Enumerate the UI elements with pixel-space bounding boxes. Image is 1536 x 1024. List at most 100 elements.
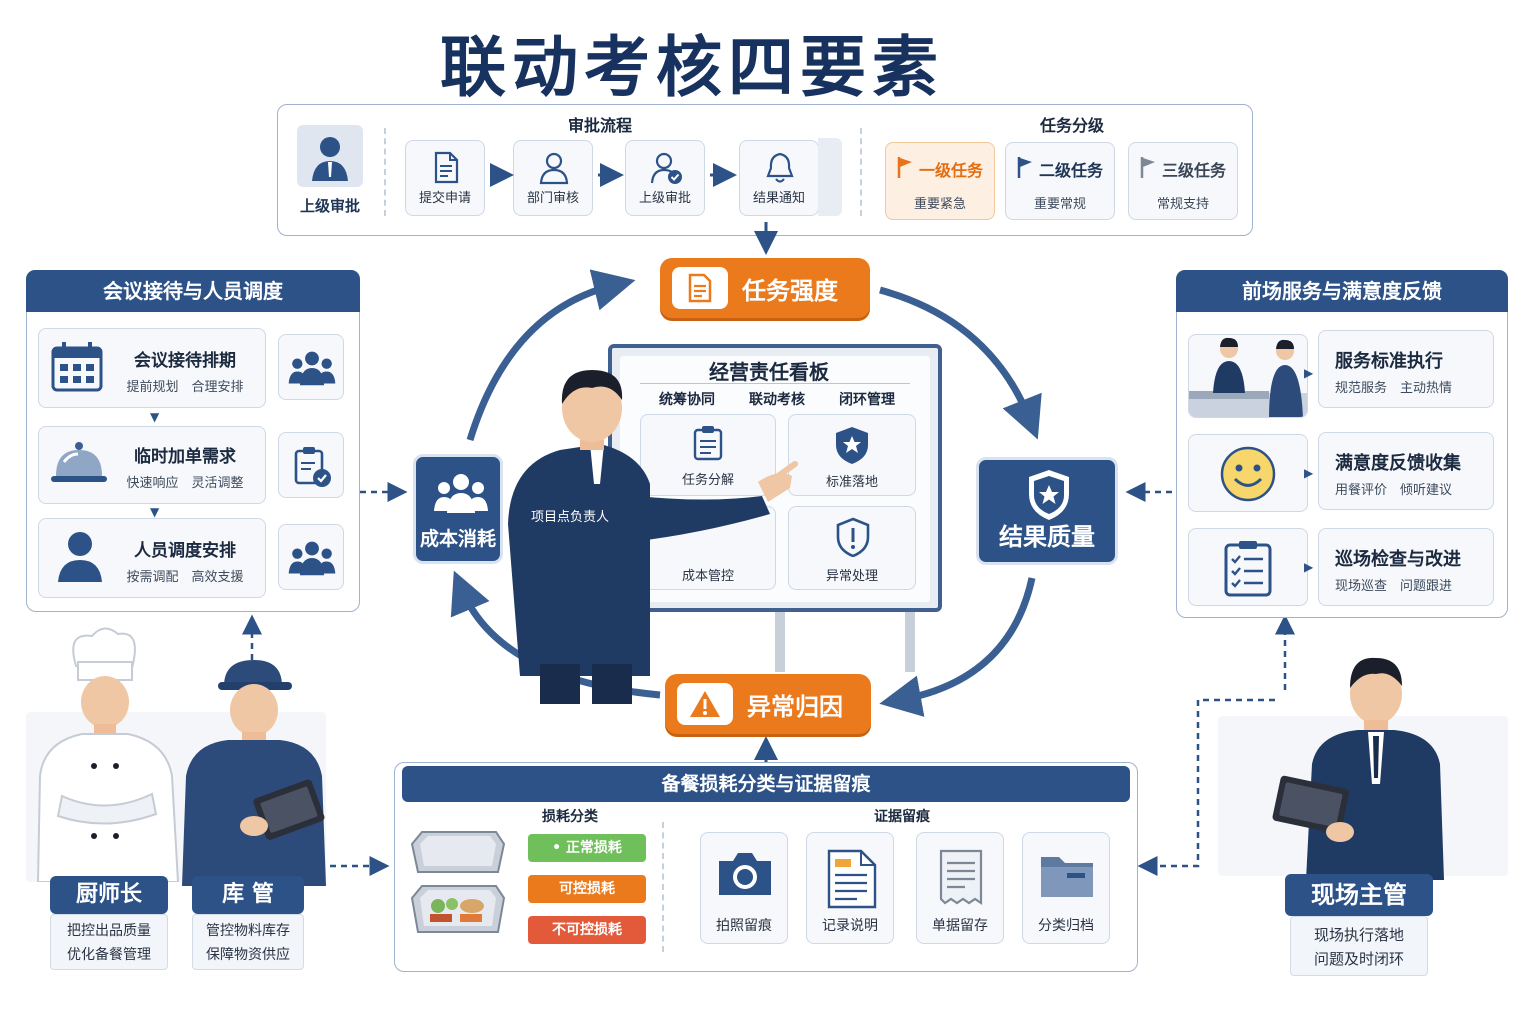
supervisor-tag: 现场主管 — [1285, 874, 1433, 916]
left-panel-title: 会议接待与人员调度 — [26, 270, 360, 312]
right-row-title: 巡场检查与改进 — [1335, 549, 1461, 570]
right-row-desc: 规范服务 主动热情 — [1335, 381, 1453, 396]
board-tab[interactable]: 闭环管理 — [839, 392, 895, 408]
document-icon — [827, 849, 877, 909]
left-row-text: 临时加单需求 快速响应 灵活调整 — [72, 424, 298, 504]
cost-node[interactable]: 成本消耗 — [413, 454, 503, 564]
supervisor-desc-line: 现场执行落地 — [1313, 926, 1404, 944]
approval-section-title: 审批流程 — [567, 116, 632, 135]
flag-gray-icon — [1140, 157, 1155, 178]
storekeeper-tag: 库 管 — [192, 876, 304, 914]
evidence-archive[interactable]: 分类归档 — [1022, 832, 1110, 944]
cloche-icon — [51, 442, 107, 482]
storekeeper-desc-line: 保障物资供应 — [206, 947, 290, 963]
page-title: 联动考核四要素 — [440, 29, 944, 106]
right-row-service[interactable]: 服务标准执行 规范服务 主动热情 — [1318, 330, 1494, 408]
left-row-title: 会议接待排期 — [134, 351, 236, 371]
evidence-record[interactable]: 记录说明 — [806, 832, 894, 944]
chef-desc-line: 把控出品质量 — [67, 923, 151, 939]
evidence-section-title: 证据留痕 — [874, 809, 930, 825]
step-label: 上级审批 — [638, 191, 691, 206]
loss-type-normal[interactable]: • 正常损耗 — [528, 834, 646, 862]
folder-icon — [1041, 857, 1093, 897]
storekeeper-desc: 管控物料库存 保障物资供应 — [192, 914, 304, 970]
task-intensity-pill[interactable]: 任务强度 — [660, 258, 870, 318]
tier-level-1[interactable]: 一级任务 重要紧急 — [885, 142, 995, 220]
board-title: 经营责任看板 — [709, 360, 829, 384]
loss-type-controllable[interactable]: 可控损耗 — [528, 875, 646, 903]
presenter-figure — [508, 370, 798, 704]
step-dept-review[interactable]: 部门审核 — [513, 140, 593, 216]
chef-desc: 把控出品质量 优化备餐管理 — [50, 914, 168, 970]
left-row-text: 人员调度安排 按需调配 高效支援 — [72, 518, 298, 598]
evidence-photo[interactable]: 拍照留痕 — [700, 832, 788, 944]
manager-icon — [312, 137, 348, 181]
loss-type-uncontrollable[interactable]: 不可控损耗 — [528, 916, 646, 944]
chef-tag: 厨师长 — [50, 876, 168, 914]
quality-node[interactable]: 结果质量 — [976, 457, 1118, 565]
camera-icon — [719, 853, 771, 895]
evidence-receipt[interactable]: 单据留存 — [916, 832, 1004, 944]
team-icon-card — [278, 524, 344, 590]
step-overflow — [818, 138, 842, 216]
smiley-icon — [1220, 446, 1276, 502]
warning-icon — [677, 683, 733, 725]
supervisor-to-loss-arrow — [1137, 698, 1275, 876]
tier-level-2[interactable]: 二级任务 重要常规 — [1005, 142, 1115, 220]
right-row-desc: 用餐评价 倾听建议 — [1335, 483, 1453, 498]
anomaly-attribution-pill[interactable]: 异常归因 — [665, 674, 871, 734]
team-icon — [288, 351, 336, 386]
checklist-icon — [1224, 541, 1272, 597]
step-superior-review[interactable]: 上级审批 — [625, 140, 705, 216]
tier-name: 三级任务 — [1161, 161, 1226, 180]
receipt-icon — [939, 849, 983, 906]
board-tab[interactable]: 统筹协同 — [659, 392, 715, 408]
left-row-title: 临时加单需求 — [134, 447, 236, 467]
document-icon — [434, 151, 459, 184]
anomaly-attribution-label: 异常归因 — [747, 692, 843, 721]
down-arrow-icon: ▼ — [150, 505, 160, 519]
person-icon — [539, 152, 569, 185]
board-stand — [775, 612, 785, 672]
board-cell-task-breakdown[interactable]: 任务分解 — [640, 414, 776, 496]
supervisor-desc-line: 问题及时闭环 — [1313, 950, 1404, 968]
right-row-title: 满意度反馈收集 — [1335, 453, 1461, 474]
person-check-icon — [650, 152, 682, 184]
board-cell-label: 异常处理 — [825, 569, 878, 584]
team-icon-card — [278, 334, 344, 400]
divider — [860, 128, 862, 216]
shield-star-icon — [1029, 470, 1069, 520]
board-cell-standard[interactable]: 标准落地 — [788, 414, 916, 496]
superior-approval-card: 上级审批 — [297, 125, 365, 219]
right-arrow-icon: ▶ — [1304, 560, 1314, 574]
board-cell-label: 标准落地 — [825, 475, 878, 490]
right-row-inspection[interactable]: 巡场检查与改进 现场巡查 问题跟进 — [1318, 528, 1494, 606]
cycle-arrow-top-right — [879, 286, 1042, 440]
right-row-feedback[interactable]: 满意度反馈收集 用餐评价 倾听建议 — [1318, 432, 1494, 510]
tier-level-3[interactable]: 三级任务 常规支持 — [1128, 142, 1238, 220]
down-arrow-icon: ▼ — [150, 410, 160, 424]
task-intensity-label: 任务强度 — [742, 276, 838, 305]
tier-desc: 重要常规 — [1033, 197, 1086, 212]
left-row-staffing[interactable] — [38, 518, 266, 598]
storekeeper-desc-line: 管控物料库存 — [206, 923, 290, 939]
supervisor-desc: 现场执行落地 问题及时闭环 — [1290, 916, 1428, 976]
divider — [662, 822, 664, 952]
step-submit[interactable]: 提交申请 — [405, 140, 485, 216]
person-icon — [58, 532, 102, 582]
cost-node-label: 成本消耗 — [419, 528, 496, 550]
chef-desc-line: 优化备餐管理 — [67, 947, 151, 963]
chef-figure — [36, 627, 180, 882]
team-icon — [288, 541, 336, 576]
clipboard-icon — [693, 426, 723, 461]
step-label: 提交申请 — [418, 191, 471, 206]
board-cell-anomaly[interactable]: 异常处理 — [788, 506, 916, 590]
left-row-desc: 按需调配 高效支援 — [126, 570, 244, 585]
evidence-label: 单据留存 — [932, 918, 988, 934]
board-tab[interactable]: 联动考核 — [749, 392, 805, 408]
shield-alert-icon — [836, 517, 870, 557]
step-label: 部门审核 — [526, 191, 579, 206]
tier-section-title: 任务分级 — [1039, 116, 1104, 135]
tier-desc: 重要紧急 — [913, 197, 966, 212]
step-result-notice[interactable]: 结果通知 — [739, 140, 819, 216]
